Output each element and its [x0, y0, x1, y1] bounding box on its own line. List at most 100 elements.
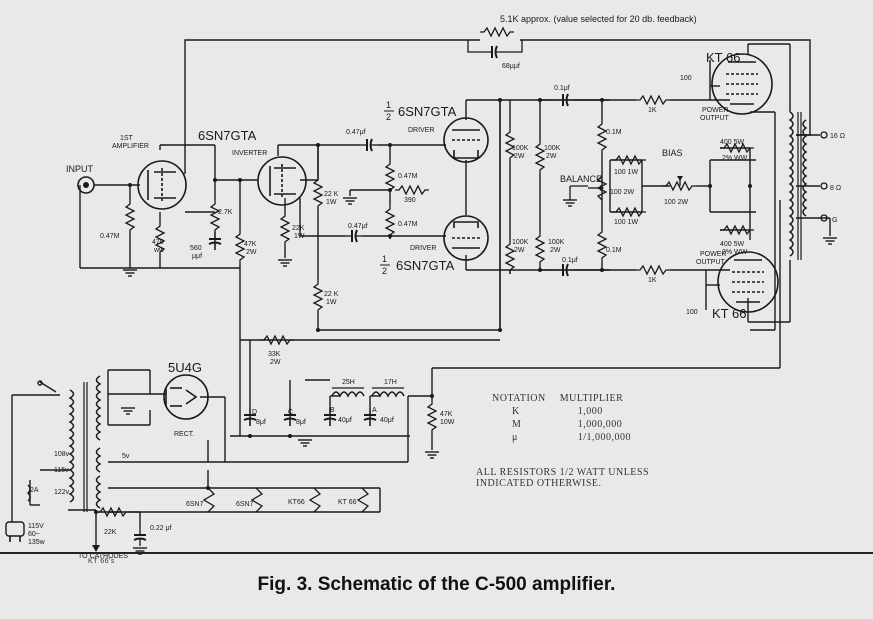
choke-25h-label: 25H [342, 379, 355, 386]
out-8-label: 8 Ω [830, 185, 841, 192]
inverter-label: INVERTER [232, 150, 267, 157]
r-33k-label-2: 2W [270, 359, 281, 366]
triode-tube-icon [257, 156, 307, 206]
to-cathodes-line-2: KT 66's [88, 558, 115, 565]
r-100-g-bot-label: 100 [686, 309, 698, 316]
caption-rule [0, 552, 873, 554]
cap-c-label: C [288, 409, 293, 416]
mains-label-2: 60~ [28, 531, 40, 538]
notation-multiplier: 1/1,000,000 [577, 432, 632, 443]
pentode-tube-icon [717, 251, 779, 313]
inverter-tube-label: 6SN7GTA [198, 128, 257, 143]
kt66-bot-label: KT 66 [712, 306, 746, 321]
power-output-top-2: OUTPUT [700, 115, 730, 122]
notation-multiplier: 1,000,000 [577, 419, 623, 430]
to-cathodes-1: TO CATHODES [78, 553, 128, 560]
half-num-bot: 1 [382, 254, 387, 264]
notation-symbol: K [512, 406, 520, 417]
cap-a-label: A [372, 407, 377, 414]
first-amp-label-2: AMPLIFIER [112, 143, 149, 150]
half-den-bot: 2 [382, 266, 387, 276]
balance-label: BALANCE [560, 174, 602, 184]
rectifier-tube-label: 5U4G [168, 360, 202, 375]
cap-68-label: 68μμf [502, 63, 520, 70]
half-num-top: 1 [386, 100, 391, 110]
c-047-top-label: 0.47μf [346, 129, 366, 136]
r-100-2w-mid-label: 100 2W [610, 189, 635, 196]
triode-tube-icon [137, 160, 187, 210]
r-22k-a-label-2: 1W [326, 199, 337, 206]
r-100k-a-label: 100K [512, 145, 529, 152]
cap-c-label-2: 8μf [296, 419, 306, 426]
r-400-bot-label: 400 5W [720, 241, 745, 248]
cap-d-label-2: 8μf [256, 419, 266, 426]
r-100k-b-label-2: 2W [546, 153, 557, 160]
mains-label-1: 115V [28, 523, 44, 530]
r-47k-2w-label: 47K [244, 241, 257, 248]
r-470-label: 470 [152, 239, 164, 246]
notation-table: NOTATION MULTIPLIER K 1,000 M 1,000,000 … [492, 392, 645, 444]
notation-symbol: μ [512, 432, 518, 443]
fuse-label: 2A [30, 487, 39, 494]
out-16-label: 16 Ω [830, 133, 845, 140]
to-cathodes-sub: KT 66's [88, 558, 115, 565]
triode-tube-icon [443, 215, 489, 261]
schematic-diagram: 5.1K approx. (value selected for 20 db. … [5, 14, 845, 560]
figure-caption: Fig. 3. Schematic of the C-500 amplifier… [257, 574, 616, 595]
heater-6sn7-a: 6SN7 [186, 501, 204, 508]
cap-b-label: B [330, 407, 335, 414]
power-output-bot-2: OUTPUT [696, 259, 726, 266]
first-amp-label-1: 1ST [120, 135, 134, 142]
heater-6sn7-b: 6SN7 [236, 501, 254, 508]
cap-d-label: D [252, 409, 257, 416]
feedback-note: 5.1K approx. (value selected for 20 db. … [500, 14, 697, 24]
power-output-top-1: POWER [702, 107, 728, 114]
ac-plug-icon [5, 521, 25, 542]
r-33k-label: 33K [268, 351, 281, 358]
input-jack-icon [77, 176, 95, 194]
r-01m-bot-label: 0.1M [606, 247, 622, 254]
r-100-1w-bot-label: 100 1W [614, 219, 639, 226]
transformer-icon [68, 375, 102, 512]
notation-multiplier: 1,000 [577, 406, 603, 417]
r-27k-label: 2.7K [218, 209, 233, 216]
pentode-tube-icon [711, 53, 773, 115]
driver-bot-tube-label: 6SN7GTA [396, 258, 455, 273]
input-label: INPUT [66, 164, 94, 174]
r-22k-b-label: 22K [292, 225, 305, 232]
rect-label: RECT. [174, 431, 194, 438]
r-400-bot-label-2: 2% WW [722, 249, 748, 256]
r-47k-10w-label: 47K [440, 411, 453, 418]
bias-label: BIAS [662, 148, 683, 158]
heater-kt66-b: KT 66 [338, 499, 357, 506]
r-100-1w-top-label: 100 1W [614, 169, 639, 176]
r-100k-d-label-2: 2W [550, 247, 561, 254]
r-390-label: 390 [404, 197, 416, 204]
r-100k-c-label-2: 2W [514, 247, 525, 254]
out-g-label: G [832, 217, 837, 224]
heater-5v-label: 5v [122, 453, 130, 460]
r-047m-grid-label: 0.47M [100, 233, 120, 240]
c-01-top-label: 0.1μf [554, 85, 570, 92]
resistor-note: ALL RESISTORS 1/2 WATT UNLESS INDICATED … [476, 467, 649, 489]
r-22k-c-label-2: 1W [326, 299, 337, 306]
r-400-top-label-2: 2% WW [722, 155, 748, 162]
c-01-bot-label: 0.1μf [562, 257, 578, 264]
half-den-top: 2 [386, 112, 391, 122]
cap-b-label-2: 40μf [338, 417, 352, 424]
r-400-top-label: 400 5W [720, 139, 745, 146]
r-470-label-2: ww [153, 247, 165, 254]
rectifier-tube-icon [163, 374, 209, 420]
transformer-icon [788, 111, 808, 260]
r-22k-a-label: 22 K [324, 191, 339, 198]
r-1k-top-label: 1K [648, 107, 657, 114]
r-22k-cathode-label: 22K [104, 529, 117, 536]
resistor-note-line: ALL RESISTORS 1/2 WATT UNLESS [476, 467, 650, 478]
r-047m-bot-label: 0.47M [398, 221, 418, 228]
r-01m-top-label: 0.1M [606, 129, 622, 136]
schematic-labels: 5.1K approx. (value selected for 20 db. … [28, 14, 845, 560]
r-1k-bot-label: 1K [648, 277, 657, 284]
c-022-label: 0.22 μf [150, 525, 172, 532]
heater-kt66-a: KT66 [288, 499, 305, 506]
r-100k-b-label: 100K [544, 145, 561, 152]
